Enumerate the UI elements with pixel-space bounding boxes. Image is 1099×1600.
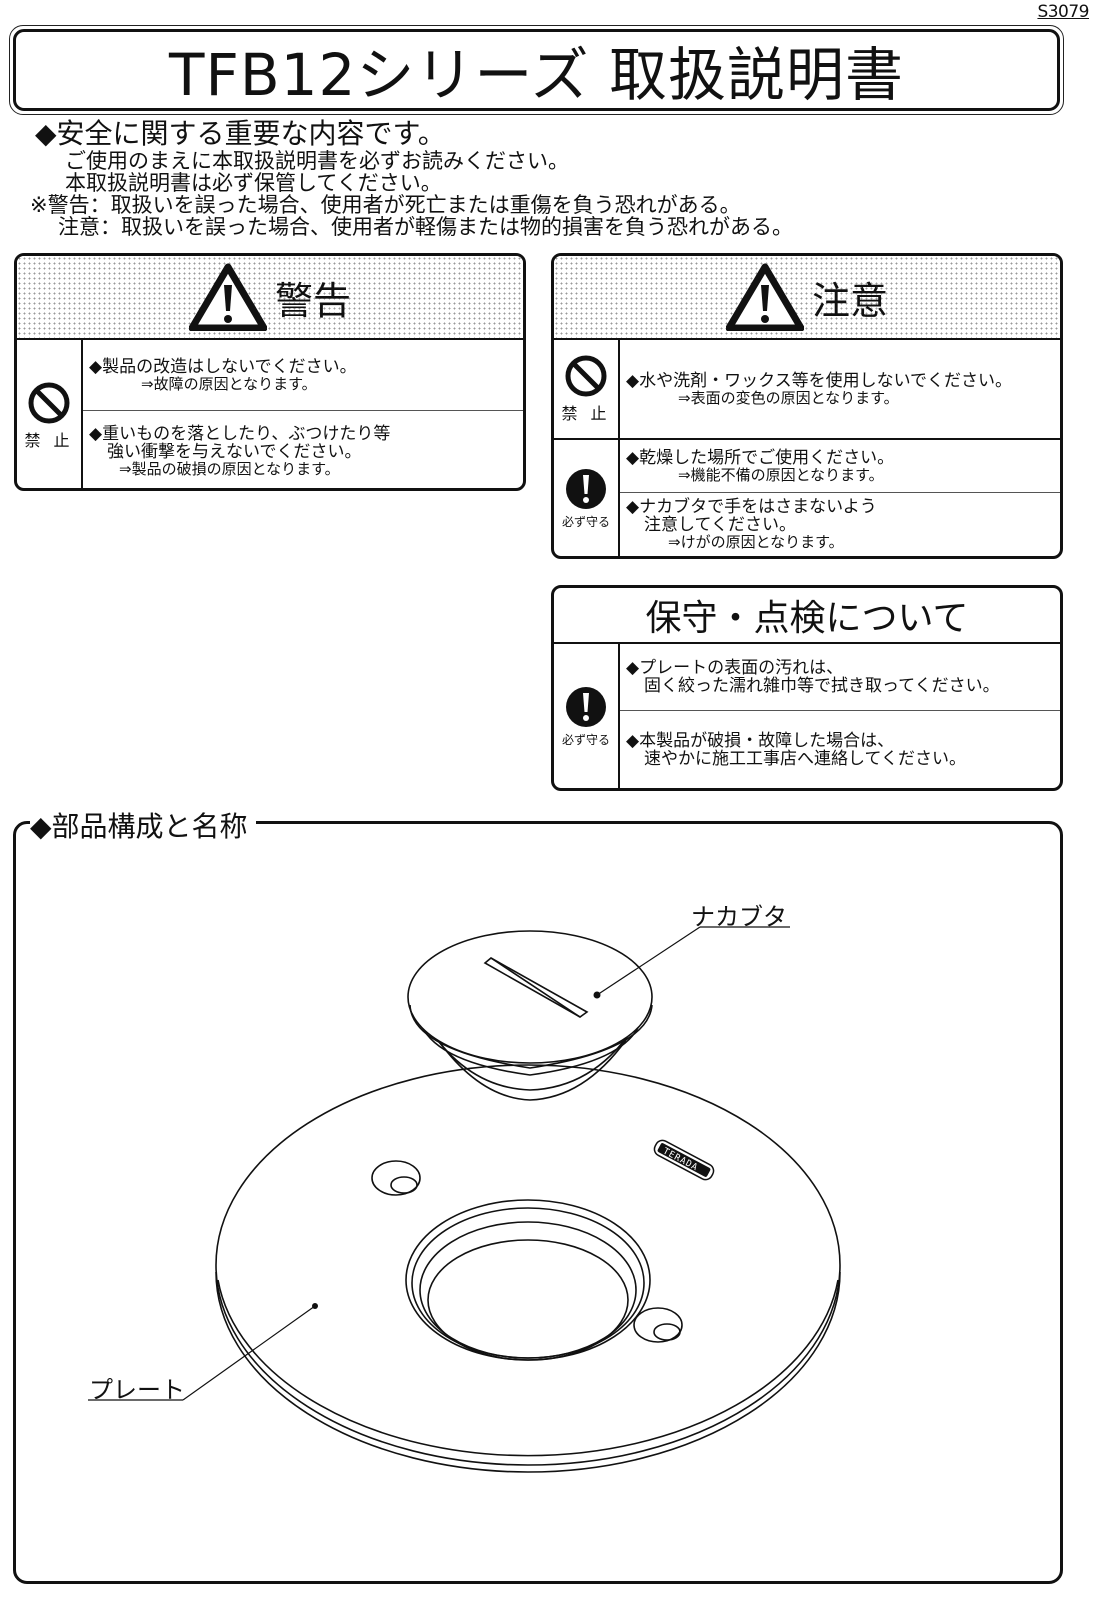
prohibited-icon: [565, 355, 607, 397]
title-frame: TFB12シリーズ 取扱説明書: [13, 29, 1060, 111]
caution-item: ◆水や洗剤・ワックス等を使用しないでください。 ⇒表面の変色の原因となります。: [620, 340, 1060, 438]
item-text: ◆プレートの表面の汚れは、: [626, 658, 844, 678]
title-frame-outer: [9, 25, 1064, 115]
maintenance-header: 保守・点検について: [554, 588, 1060, 644]
safety-line: 本取扱説明書は必ず保管してください。: [65, 171, 442, 195]
prohibited-icon-cell: 禁 止: [554, 340, 620, 438]
item-text: ◆ナカブタで手をはさまないよう: [626, 497, 877, 517]
item-result: ⇒表面の変色の原因となります。: [678, 388, 899, 407]
mandatory-caption: 必ず守る: [561, 732, 610, 747]
parts-frame: [13, 821, 1063, 1584]
item-text: 注意してください。: [644, 515, 796, 535]
item-text: ◆製品の改造はしないでください。: [89, 356, 357, 377]
document-code: S3079: [1037, 2, 1089, 22]
warning-item: ◆製品の改造はしないでください。 ⇒故障の原因となります。: [83, 340, 523, 410]
maintenance-item: ◆プレートの表面の汚れは、 固く絞った濡れ雑巾等で拭き取ってください。: [620, 644, 1060, 710]
caution-header: 注意: [554, 256, 1060, 340]
item-text: 固く絞った濡れ雑巾等で拭き取ってください。: [644, 676, 1000, 696]
warning-item: ◆重いものを落としたり、ぶつけたり等 強い衝撃を与えないでください。 ⇒製品の破…: [83, 410, 523, 488]
item-text: ◆乾燥した場所でご使用ください。: [626, 447, 895, 468]
item-result: ⇒故障の原因となります。: [141, 374, 317, 393]
item-text: ◆本製品が破損・故障した場合は、: [626, 730, 895, 751]
item-text: ◆水や洗剤・ワックス等を使用しないでください。: [626, 370, 1013, 391]
item-text: 速やかに施工工事店へ連絡してください。: [644, 748, 966, 769]
safety-line: ご使用のまえに本取扱説明書を必ずお読みください。: [65, 149, 569, 173]
warning-header: 警告: [17, 256, 523, 340]
maintenance-title: 保守・点検について: [645, 598, 969, 639]
warning-triangle-icon: [188, 263, 267, 331]
maintenance-row-mandatory: 必ず守る ◆プレートの表面の汚れは、 固く絞った濡れ雑巾等で拭き取ってください。…: [554, 644, 1060, 788]
mandatory-icon: [566, 686, 606, 727]
mandatory-caption: 必ず守る: [561, 514, 610, 529]
mandatory-icon: [566, 468, 606, 509]
prohibited-caption: 禁 止: [561, 404, 611, 423]
prohibited-icon-cell: 禁 止: [17, 340, 83, 488]
warning-triangle-icon: [725, 263, 804, 331]
mandatory-icon-cell: 必ず守る: [554, 644, 620, 788]
warning-box: 警告 禁 止 ◆製品の改造はしないでください。 ⇒故障の原因となります。 ◆重い…: [14, 253, 526, 491]
caution-row-mandatory: 必ず守る ◆乾燥した場所でご使用ください。 ⇒機能不備の原因となります。 ◆ナカ…: [554, 438, 1060, 556]
warning-row-prohibited: 禁 止 ◆製品の改造はしないでください。 ⇒故障の原因となります。 ◆重いものを…: [17, 340, 523, 488]
item-result: ⇒機能不備の原因となります。: [678, 465, 884, 484]
caution-title: 注意: [811, 278, 888, 323]
item-text: 強い衝撃を与えないでください。: [107, 441, 362, 462]
maintenance-item: ◆本製品が破損・故障した場合は、 速やかに施工工事店へ連絡してください。: [620, 710, 1060, 788]
parts-heading: ◆部品構成と名称: [30, 805, 256, 845]
caution-box: 注意 禁 止 ◆水や洗剤・ワックス等を使用しないでください。 ⇒表面の変色の原因…: [551, 253, 1063, 559]
plate-label: プレート: [89, 1376, 185, 1404]
prohibited-icon: [28, 382, 70, 423]
caution-definition: 注意：取扱いを誤った場合、使用者が軽傷または物的損害を負う恐れがある。: [58, 215, 793, 239]
inner-cap-label: ナカブタ: [691, 903, 787, 931]
item-text: ◆重いものを落としたり、ぶつけたり等: [89, 423, 391, 444]
caution-item: ◆乾燥した場所でご使用ください。 ⇒機能不備の原因となります。: [620, 440, 1060, 492]
safety-heading: ◆安全に関する重要な内容です。: [35, 117, 446, 150]
safety-notice: ◆安全に関する重要な内容です。 ご使用のまえに本取扱説明書を必ずお読みください。…: [30, 117, 793, 239]
warning-title: 警告: [274, 278, 351, 323]
warning-definition: ※警告：取扱いを誤った場合、使用者が死亡または重傷を負う恐れがある。: [30, 193, 741, 217]
page-title: TFB12シリーズ 取扱説明書: [169, 41, 904, 109]
caution-item: ◆ナカブタで手をはさまないよう 注意してください。 ⇒けがの原因となります。: [620, 492, 1060, 556]
mandatory-icon-cell: 必ず守る: [554, 440, 620, 556]
caution-row-prohibited: 禁 止 ◆水や洗剤・ワックス等を使用しないでください。 ⇒表面の変色の原因となり…: [554, 340, 1060, 438]
item-result: ⇒けがの原因となります。: [668, 533, 844, 551]
item-result: ⇒製品の破損の原因となります。: [119, 459, 340, 478]
maintenance-box: 保守・点検について 必ず守る ◆プレートの表面の汚れは、 固く絞った濡れ雑巾等で…: [551, 585, 1063, 791]
prohibited-caption: 禁 止: [24, 430, 74, 450]
